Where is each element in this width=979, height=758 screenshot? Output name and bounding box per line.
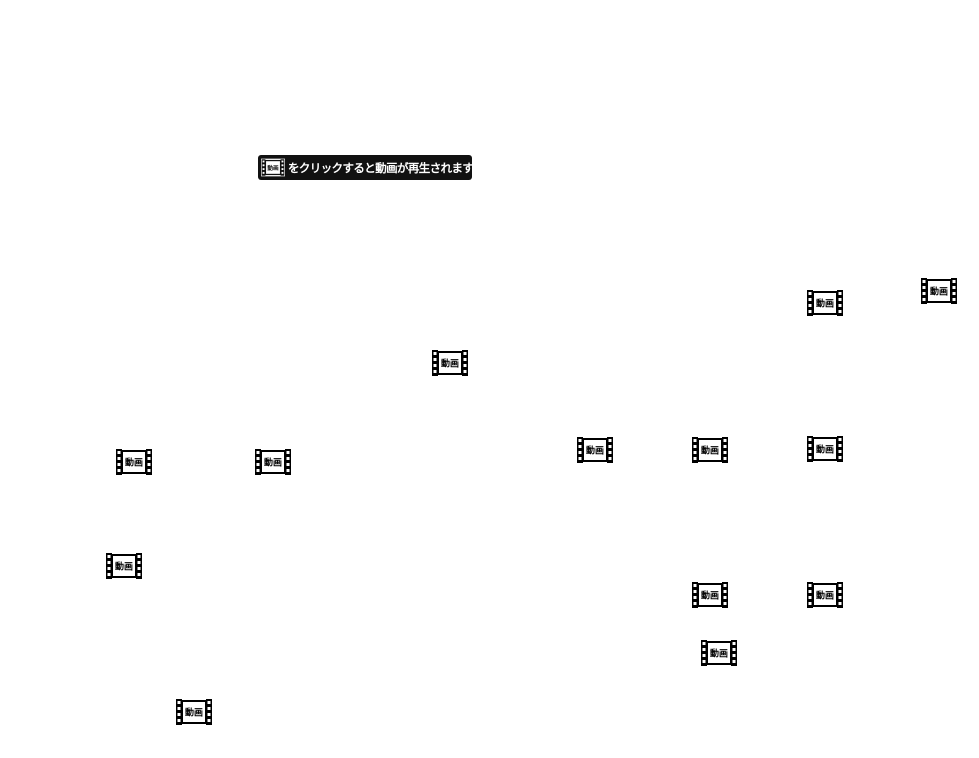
film-icon: 動画	[105, 552, 143, 580]
video-play-button[interactable]: 動画	[691, 581, 729, 609]
film-icon: 動画	[261, 158, 285, 177]
video-play-button[interactable]: 動画	[576, 436, 614, 464]
video-button-label: 動画	[586, 445, 604, 457]
video-button-label: 動画	[185, 707, 203, 719]
video-instruction-notice: 動画 をクリックすると動画が再生されます。	[258, 155, 484, 180]
film-icon: 動画	[576, 436, 614, 464]
film-icon: 動画	[920, 277, 958, 305]
video-button-label: 動画	[701, 445, 719, 457]
video-button-label: 動画	[441, 358, 459, 370]
film-icon: 動画	[431, 349, 469, 377]
video-button-label: 動画	[264, 457, 282, 469]
video-play-button[interactable]: 動画	[806, 435, 844, 463]
film-icon: 動画	[806, 435, 844, 463]
video-button-label: 動画	[125, 457, 143, 469]
video-button-label: 動画	[115, 561, 133, 573]
video-button-label: 動画	[816, 590, 834, 602]
video-button-label: 動画	[930, 286, 948, 298]
film-icon: 動画	[691, 581, 729, 609]
video-button-label: 動画	[816, 444, 834, 456]
film-icon: 動画	[115, 448, 153, 476]
video-button-label: 動画	[701, 590, 719, 602]
film-icon: 動画	[806, 581, 844, 609]
video-play-button[interactable]: 動画	[691, 436, 729, 464]
video-play-button[interactable]: 動画	[105, 552, 143, 580]
video-play-button[interactable]: 動画	[920, 277, 958, 305]
video-play-button[interactable]: 動画	[806, 581, 844, 609]
video-play-button[interactable]: 動画	[700, 639, 738, 667]
film-icon: 動画	[700, 639, 738, 667]
video-play-button[interactable]: 動画	[254, 448, 292, 476]
notice-text: をクリックすると動画が再生されます。	[288, 160, 484, 175]
film-icon: 動画	[806, 289, 844, 317]
video-button-label: 動画	[816, 298, 834, 310]
notice-icon-label: 動画	[267, 164, 279, 172]
film-icon: 動画	[691, 436, 729, 464]
film-icon: 動画	[175, 698, 213, 726]
video-play-button[interactable]: 動画	[175, 698, 213, 726]
video-button-label: 動画	[710, 648, 728, 660]
video-play-button[interactable]: 動画	[431, 349, 469, 377]
film-icon: 動画	[254, 448, 292, 476]
video-play-button[interactable]: 動画	[115, 448, 153, 476]
video-play-button[interactable]: 動画	[806, 289, 844, 317]
